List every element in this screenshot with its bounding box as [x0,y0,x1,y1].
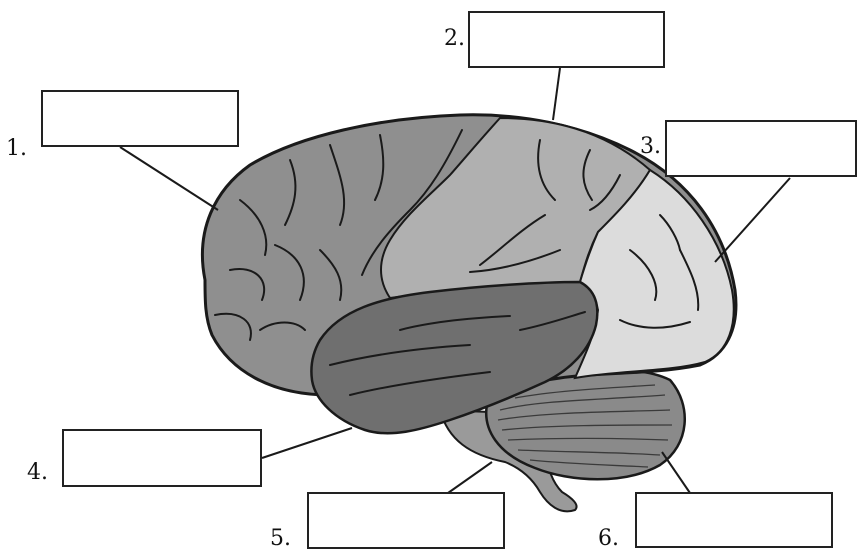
label-box-6[interactable] [635,492,833,548]
leader-line-6 [661,451,691,494]
label-number-3: 3. [640,134,661,159]
occipital-lobe [573,168,735,380]
label-box-3[interactable] [665,120,857,177]
label-number-2: 2. [444,26,465,51]
label-number-1: 1. [6,136,27,161]
leader-line-2 [552,67,561,121]
label-box-5[interactable] [307,492,505,549]
brain-sulci [214,129,700,396]
leader-line-5 [447,461,493,494]
label-box-4[interactable] [62,429,262,487]
label-box-2[interactable] [468,11,665,68]
leader-line-1 [119,146,219,211]
label-number-6: 6. [598,526,619,551]
leader-line-3 [714,177,791,263]
leader-line-4 [261,427,353,459]
label-number-5: 5. [270,526,291,551]
label-box-1[interactable] [41,90,239,147]
cerebellum-folia [497,384,673,468]
leader-lines [119,67,791,494]
label-number-4: 4. [27,460,48,485]
temporal-lobe [310,280,599,435]
